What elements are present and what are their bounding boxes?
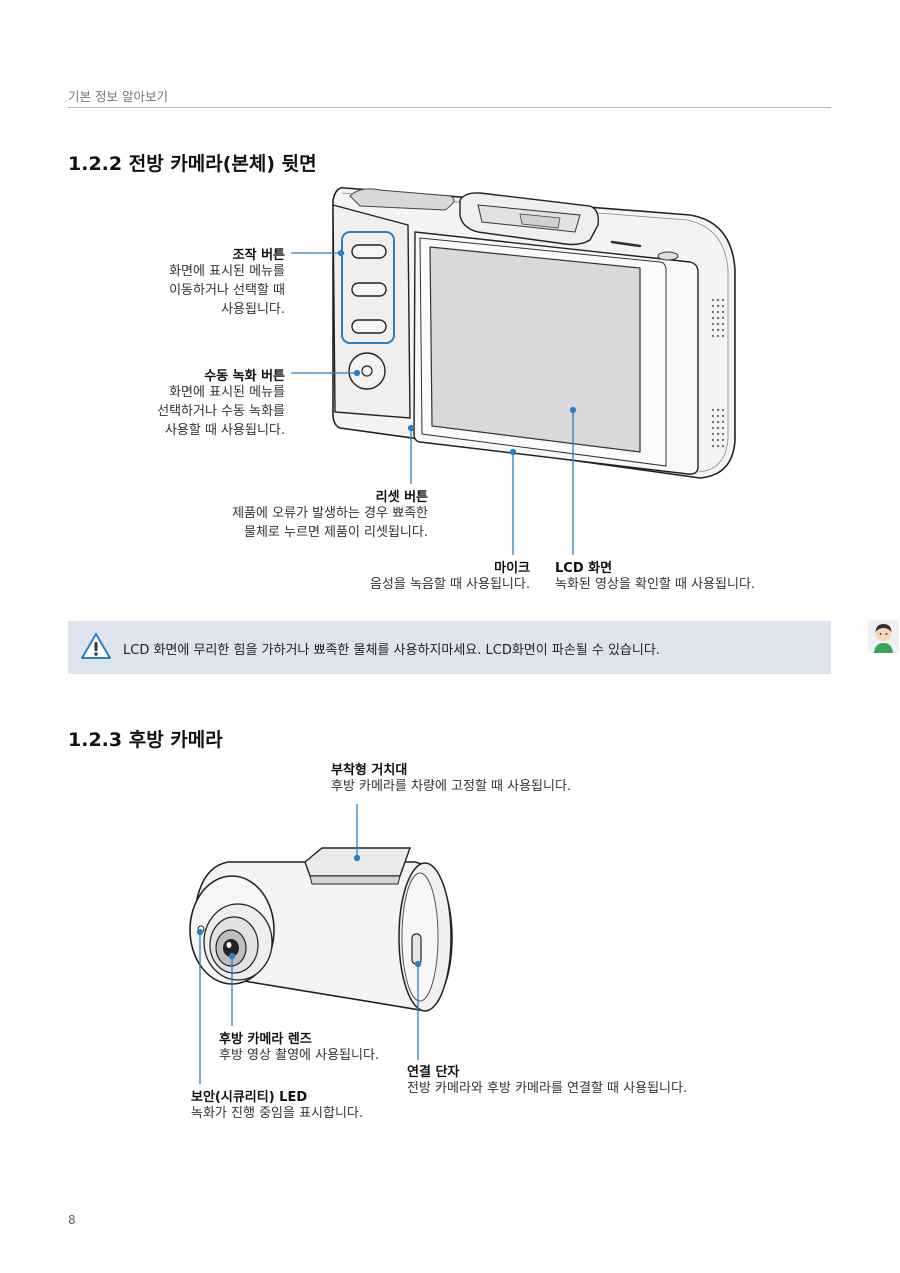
label-desc: 물체로 누르면 제품이 리셋됩니다.	[244, 524, 428, 540]
label-desc: 음성을 녹음할 때 사용됩니다.	[369, 577, 530, 592]
label-mount: 부착형 거치대 후방 카메라를 차량에 고정할 때 사용됩니다.	[331, 759, 631, 797]
label-reset-button: 리셋 버튼 제품에 오류가 발생하는 경우 뾰족한 물체로 누르면 제품이 리셋…	[170, 486, 428, 543]
header-divider	[68, 107, 831, 108]
label-lcd-screen: LCD 화면 녹화된 영상을 확인할 때 사용됩니다.	[555, 557, 825, 595]
running-header: 기본 정보 알아보기	[68, 89, 168, 104]
label-desc: 화면에 표시된 메뉴를	[169, 264, 285, 279]
label-control-button: 조작 버튼 화면에 표시된 메뉴를 이동하거나 선택할 때 사용됩니다.	[130, 244, 285, 320]
label-title: 수동 녹화 버튼	[204, 369, 285, 384]
label-desc: 이동하거나 선택할 때	[169, 282, 285, 298]
label-connector: 연결 단자 전방 카메라와 후방 카메라를 연결할 때 사용됩니다.	[407, 1061, 737, 1099]
label-desc: 녹화가 진행 중임을 표시합니다.	[191, 1106, 364, 1121]
label-microphone: 마이크 음성을 녹음할 때 사용됩니다.	[320, 557, 530, 595]
section-title-front: 1.2.2 전방 카메라(본체) 뒷면	[68, 153, 317, 175]
warning-box	[68, 621, 831, 674]
label-desc: 전방 카메라와 후방 카메라를 연결할 때 사용됩니다.	[407, 1081, 688, 1096]
mascot-icon	[868, 620, 899, 653]
warning-text: LCD 화면에 무리한 힘을 가하거나 뾰족한 물체를 사용하지마세요. LCD…	[123, 643, 660, 658]
label-desc: 선택하거나 수동 녹화를	[157, 403, 285, 419]
label-manual-record-button: 수동 녹화 버튼 화면에 표시된 메뉴를 선택하거나 수동 녹화를 사용할 때 …	[110, 365, 285, 441]
label-title: 조작 버튼	[232, 248, 285, 263]
label-title: 마이크	[494, 561, 530, 576]
label-title: 리셋 버튼	[375, 490, 428, 505]
label-title: LCD 화면	[555, 561, 613, 576]
label-desc: 사용됩니다.	[221, 301, 285, 317]
label-desc: 녹화된 영상을 확인할 때 사용됩니다.	[555, 577, 756, 592]
label-desc: 제품에 오류가 발생하는 경우 뾰족한	[232, 506, 428, 521]
label-desc: 화면에 표시된 메뉴를	[169, 385, 285, 400]
page-number: 8	[68, 1213, 76, 1227]
label-title: 보안(시큐리티) LED	[191, 1090, 308, 1105]
label-security-led: 보안(시큐리티) LED 녹화가 진행 중임을 표시합니다.	[191, 1086, 401, 1124]
label-rear-lens: 후방 카메라 렌즈 후방 영상 촬영에 사용됩니다.	[219, 1028, 409, 1066]
label-title: 연결 단자	[407, 1065, 460, 1080]
label-desc: 사용할 때 사용됩니다.	[164, 422, 285, 438]
section-title-rear: 1.2.3 후방 카메라	[68, 729, 223, 751]
front-camera-illustration	[291, 186, 736, 555]
label-desc: 후방 카메라를 차량에 고정할 때 사용됩니다.	[331, 779, 572, 794]
label-desc: 후방 영상 촬영에 사용됩니다.	[219, 1048, 380, 1063]
label-title: 부착형 거치대	[331, 763, 408, 778]
label-title: 후방 카메라 렌즈	[219, 1032, 312, 1047]
warning-triangle-icon	[81, 633, 111, 659]
